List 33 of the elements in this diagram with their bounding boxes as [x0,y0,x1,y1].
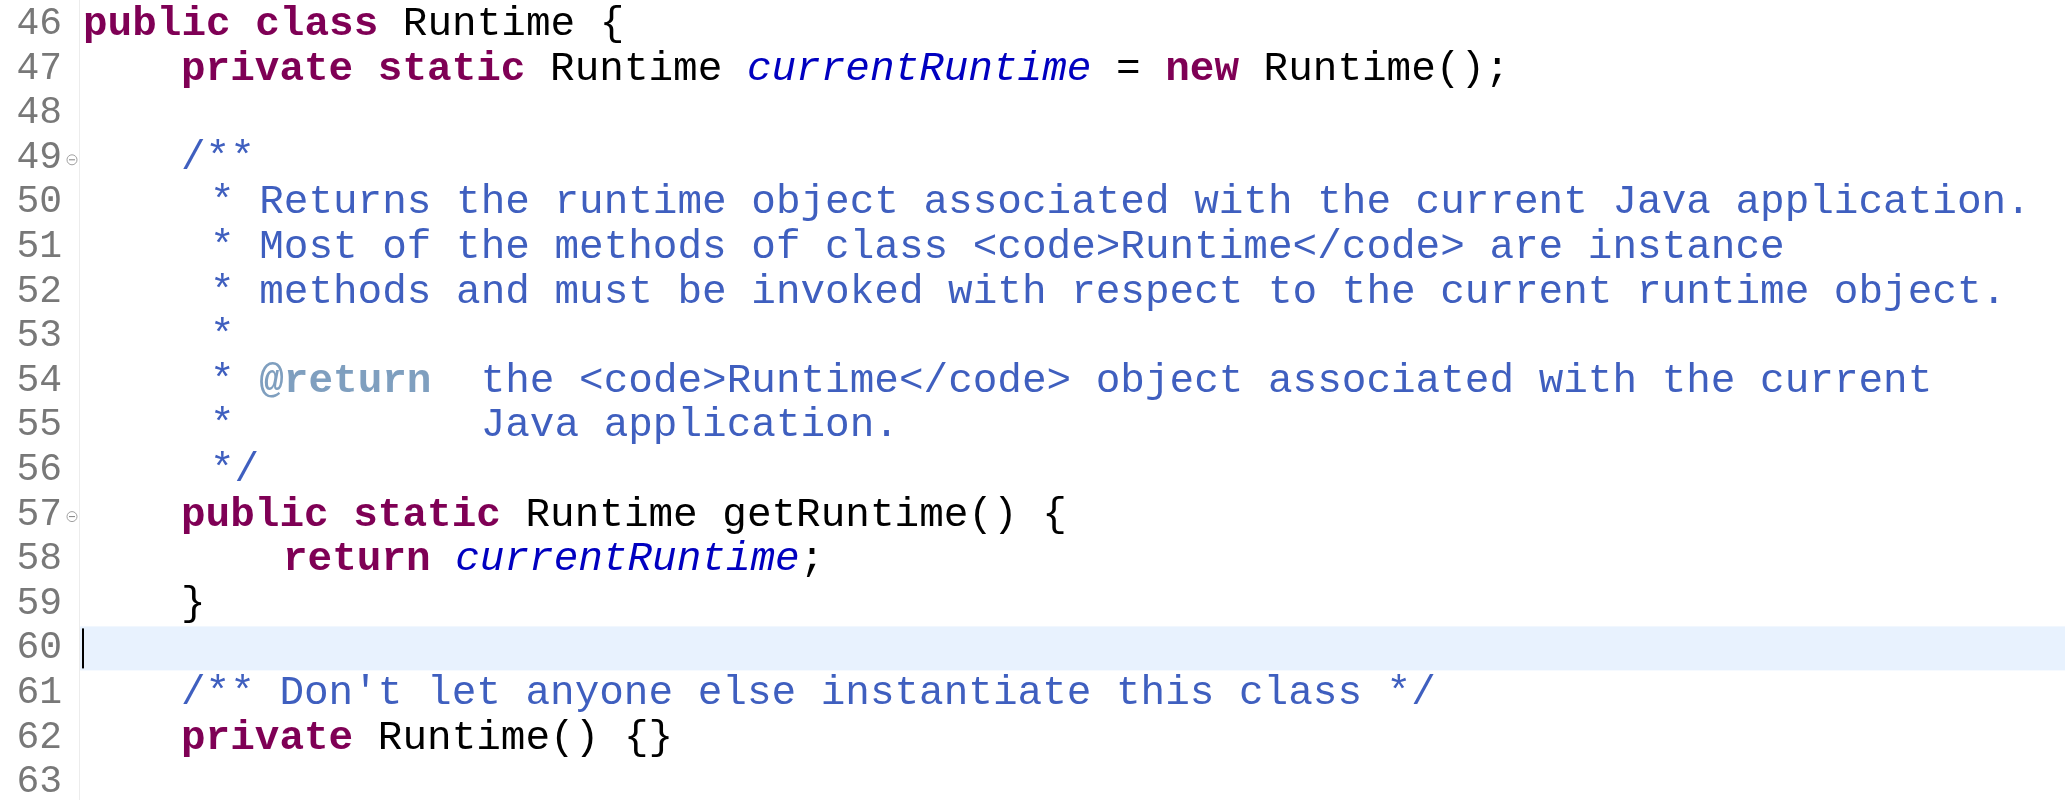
code-line: private Runtime() {} [181,715,674,760]
line-number: 50 [15,180,62,225]
line-number: 61 [15,671,62,715]
line-number: 49 [15,135,62,180]
code-comment: * methods and must be invoked with respect to the current runtime object. [210,269,2007,314]
code-comment: * Java application. [210,403,899,448]
code-comment: * Most of the methods of class <code>Runtime</code> are instance [210,225,1785,269]
line-number: 53 [15,314,62,359]
code-line: } [181,581,206,626]
code-line: public static Runtime getRuntime() { [181,492,1067,537]
line-number: 59 [15,581,62,626]
line-number: 55 [15,403,62,448]
line-number: 52 [15,269,62,314]
line-number: 60 [15,626,62,671]
code-comment: */ [210,448,260,492]
code-comment: * [210,314,235,359]
code-line: public class Runtime { [83,2,625,46]
line-number: 63 [15,760,62,800]
line-number: 48 [15,91,62,136]
code-comment: * Returns the runtime object associated with the current Java application. [210,180,2031,225]
code-comment: /** [181,135,255,180]
code-comment: /** Don't let anyone else instantiate this class */ [181,671,1436,715]
line-number: 51 [15,225,62,269]
line-number: 62 [15,715,62,760]
line-number: 58 [15,537,62,582]
code-comment: *@return the <code>Runtime</code> object associated with the current [210,358,1933,403]
line-number: 47 [15,46,62,91]
code-line: private static Runtime currentRuntime = new Runtime(); [181,46,1510,91]
line-number: 46 [15,2,62,46]
line-number: 56 [15,448,62,492]
code-line: return currentRuntime; [283,537,825,582]
line-number: 57 [15,492,62,537]
line-number: 54 [15,358,62,403]
